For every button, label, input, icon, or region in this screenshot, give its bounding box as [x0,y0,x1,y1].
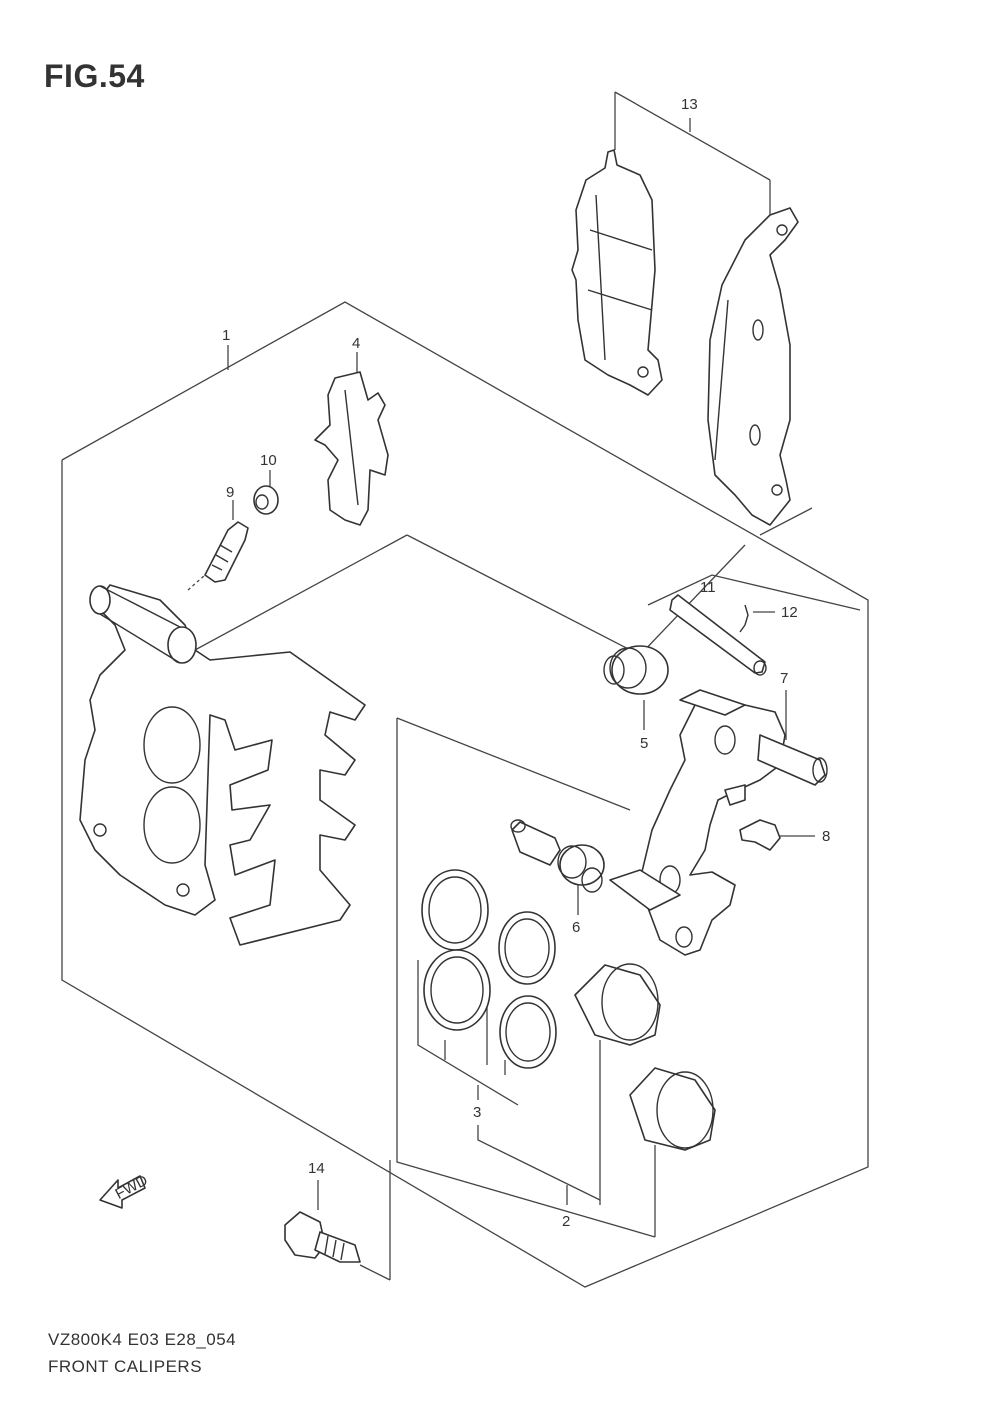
model-code: VZ800K4 E03 E28_054 [48,1330,237,1349]
callout-9: 9 [226,484,234,501]
pad-pin [669,594,767,676]
callout-5: 5 [640,735,648,752]
callout-labels: 1 2 3 4 5 6 7 8 9 10 11 12 13 14 [222,96,830,1230]
piston-seals [421,869,557,1069]
brake-pad-set [571,149,799,526]
dust-boot-6 [557,844,605,893]
caliper-body [79,584,366,946]
callout-4: 4 [352,335,360,352]
callout-10: 10 [260,452,277,469]
pad-spring [314,371,389,526]
callout-7: 7 [780,670,788,687]
assembly-frame [61,301,869,1288]
forward-arrow: FWD [99,1172,151,1209]
pin-clip [739,604,749,633]
mounting-bolt [284,1211,361,1263]
callout-11: 11 [700,579,716,596]
figure-caption: FRONT CALIPERS [48,1357,203,1376]
callout-6: 6 [572,919,580,936]
slide-pin [510,819,561,866]
inner-frame [396,717,656,1238]
callout-2: 2 [562,1213,570,1230]
caliper-bracket [609,689,828,956]
callout-13: 13 [681,96,698,113]
bleeder-valve [204,521,249,583]
leader-lines [187,91,861,1281]
dust-boot-5 [603,645,669,695]
bleeder-cap [253,485,279,515]
callout-14: 14 [308,1160,325,1177]
callout-12: 12 [781,604,798,621]
callout-8: 8 [822,828,830,845]
callout-3: 3 [473,1104,481,1121]
pistons [574,963,716,1151]
figure-title: FIG.54 [44,58,145,94]
callout-1: 1 [222,327,230,344]
fwd-label: FWD [112,1172,150,1203]
pad-clip [739,819,781,851]
